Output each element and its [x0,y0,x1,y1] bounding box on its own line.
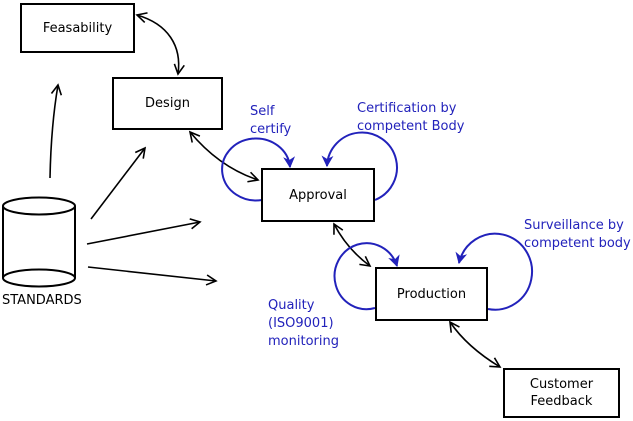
node-customer-feedback-label: Customer Feedback [529,377,594,409]
annotation-certification-by-competent-body: Certification by competent Body [357,101,465,134]
standards-label: STANDARDS [2,293,82,308]
arrow-standards-approval [86,218,202,245]
node-feasability: Feasability [20,3,135,53]
arrow-standards-production [87,266,218,286]
annotation-quality-iso9001-monitoring: Quality (ISO9001) monitoring [268,298,339,349]
loop-quality-monitoring [333,242,400,311]
arrow-standards-design [90,146,147,220]
arrow-design-approval [188,130,260,183]
node-production: Production [375,267,488,321]
loop-surveillance [455,232,534,311]
standards-cylinder [2,196,76,288]
arrow-production-customer-feedback [449,320,502,368]
node-approval-label: Approval [289,187,347,203]
node-design: Design [112,77,223,130]
node-customer-feedback: Customer Feedback [503,368,620,418]
cylinder-bottom-ellipse [2,268,76,288]
node-design-label: Design [145,96,190,111]
node-feasability-label: Feasability [42,20,113,36]
annotation-self-certify: Self certify [250,104,292,137]
loop-certification [321,131,398,201]
arrow-standards-feasability [49,83,63,179]
cylinder-top-ellipse [2,196,76,216]
node-production-label: Production [396,286,467,302]
node-approval: Approval [261,168,375,222]
loop-self-certify [221,137,296,202]
arrow-feasability-design [135,12,185,76]
annotation-surveillance-by-competent-body: Surveillance by competent body [524,218,631,251]
